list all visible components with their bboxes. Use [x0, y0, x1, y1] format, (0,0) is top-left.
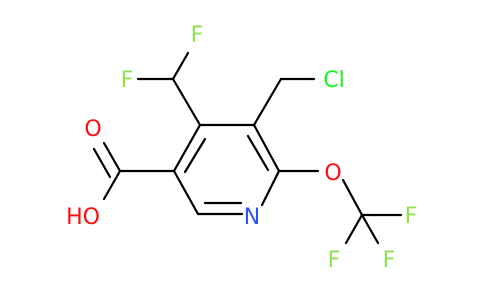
bond-cf3-f-bottom-right — [360, 213, 380, 245]
atom-oh: HO — [66, 205, 100, 230]
atom-f-top: F — [191, 23, 204, 48]
atom-f-cf3-bottom-left: F — [328, 248, 341, 273]
atom-o-ether: O — [324, 161, 341, 186]
bond-c2-c3 — [252, 123, 281, 173]
bond-c-o-double-a — [102, 141, 122, 173]
bond-c4-c5-inner — [183, 137, 207, 174]
bond-n-c2 — [260, 169, 281, 207]
bond-c3-ch2 — [252, 77, 283, 127]
bond-chf2-f-top — [171, 51, 190, 81]
atom-f-cf3-bottom-right: F — [383, 248, 396, 273]
bond-o-cf3 — [341, 178, 364, 217]
atom-f-cf3-right: F — [405, 204, 418, 229]
atom-f-left: F — [121, 68, 134, 93]
bonds — [92, 51, 403, 245]
bond-c4-c5 — [172, 123, 202, 173]
atom-o-carbonyl: O — [84, 117, 101, 142]
bond-cf3-f-bottom-left — [344, 213, 364, 245]
bond-c-o-double-b — [92, 147, 112, 179]
bond-c2-c3-inner — [246, 134, 270, 172]
bond-c-oh — [102, 169, 122, 201]
bond-c5-c6 — [172, 169, 200, 216]
atom-n: N — [244, 205, 260, 230]
atom-cl: Cl — [323, 68, 344, 93]
bond-c4-chf2 — [171, 77, 202, 127]
atom-labels: F F Cl O HO N O F F F — [66, 23, 417, 273]
